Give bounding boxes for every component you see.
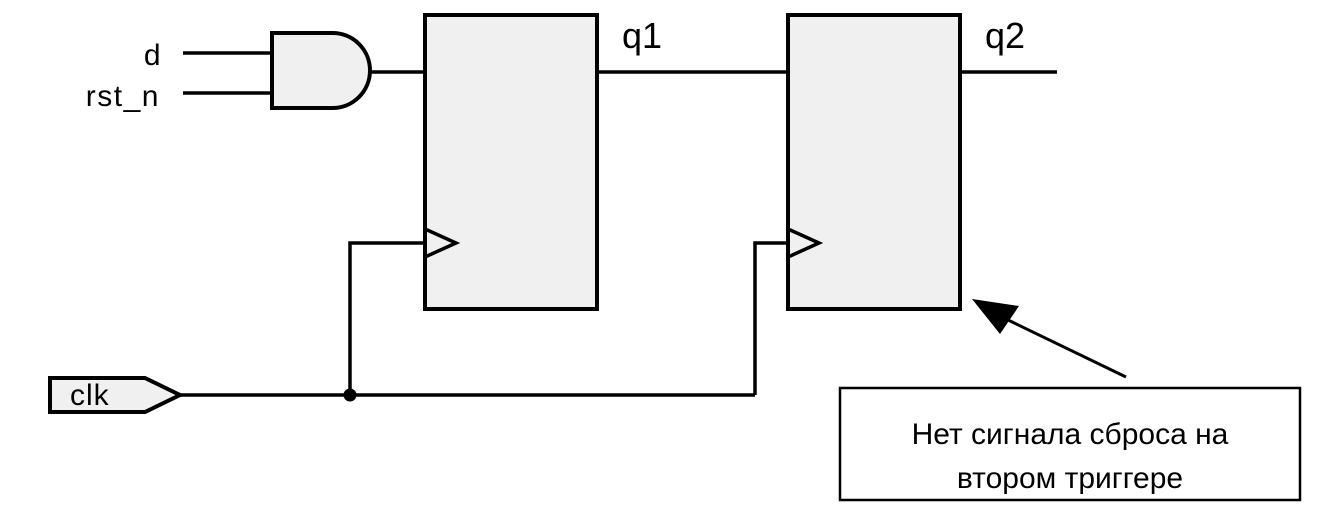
and-gate <box>270 31 372 110</box>
annotation-text-line1: Нет сигнала сброса на <box>912 418 1229 451</box>
wire-clk-to-ff1 <box>348 241 425 395</box>
annotation-arrow-head <box>972 299 1019 334</box>
clk-port-label: clk <box>70 379 110 412</box>
flip-flop-1 <box>423 13 599 311</box>
flip-flop-2-clock-triangle <box>787 227 824 259</box>
wire-clk-to-ff2 <box>753 241 788 395</box>
input-d-label: d <box>144 39 162 72</box>
clk-port-tag <box>48 376 185 414</box>
flip-flop-1-clock-triangle <box>424 227 461 259</box>
net-q2-label: q2 <box>985 15 1025 56</box>
annotation-arrow-line <box>1007 318 1127 379</box>
input-rst-n-label: rst_n <box>86 80 160 113</box>
annotation-text-line2: втором триггере <box>957 462 1183 495</box>
annotation-box <box>838 386 1302 502</box>
net-q1-label: q1 <box>622 15 662 56</box>
flip-flop-2 <box>786 13 962 311</box>
clk-junction-dot <box>343 388 357 402</box>
